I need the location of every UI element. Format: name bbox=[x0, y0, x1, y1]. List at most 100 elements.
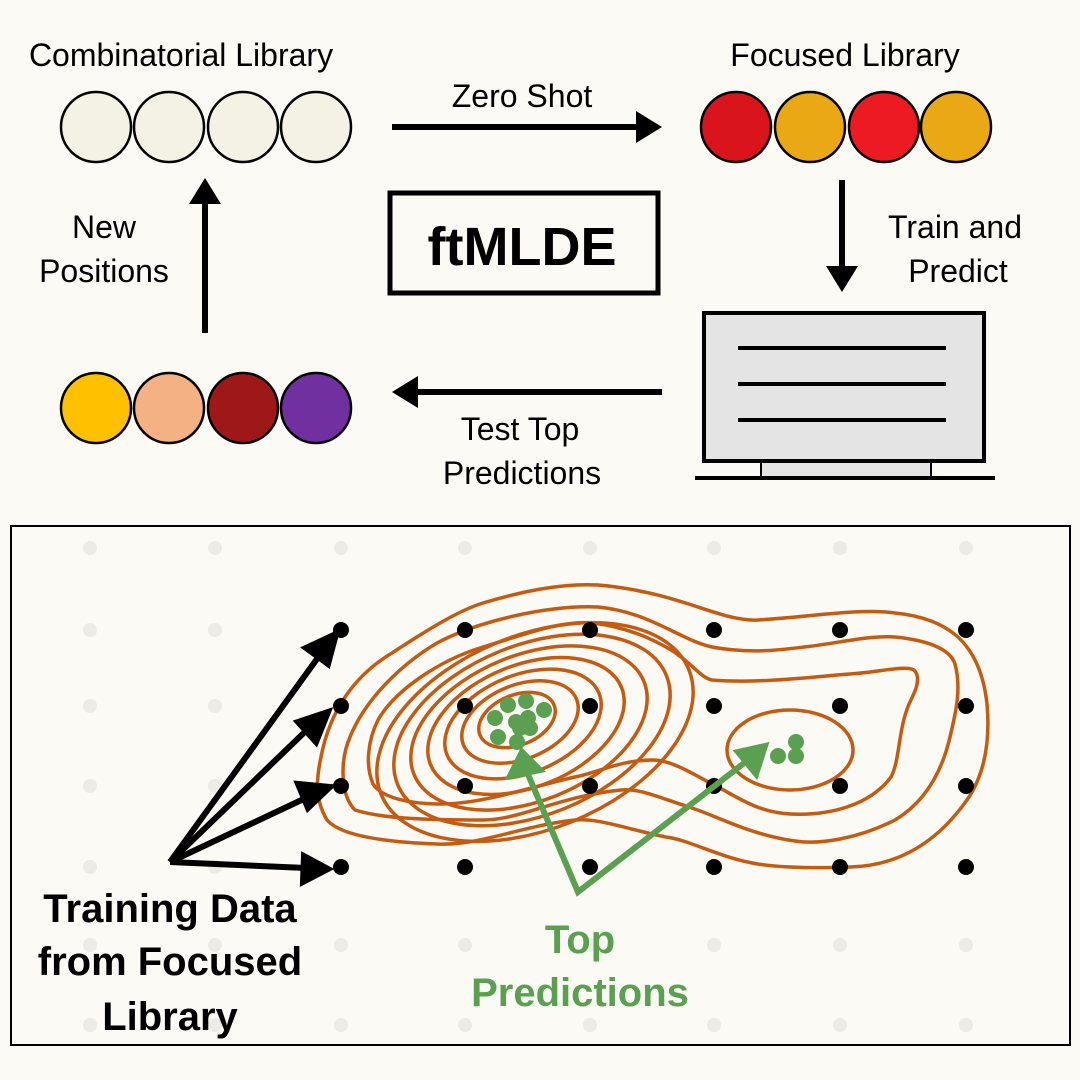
grid-dot bbox=[458, 1018, 472, 1032]
train-predict-label-1: Train and bbox=[888, 209, 1022, 245]
contour-ring bbox=[476, 690, 558, 750]
contour-ring bbox=[375, 620, 695, 844]
training-point bbox=[832, 698, 848, 714]
prediction-point bbox=[487, 710, 503, 726]
new-positions-circles bbox=[59, 371, 353, 445]
training-point bbox=[457, 859, 473, 875]
contour-ring bbox=[426, 655, 626, 797]
grid-dot bbox=[83, 623, 97, 637]
prediction-point bbox=[536, 702, 552, 718]
prediction-point bbox=[500, 697, 516, 713]
top-prediction-arrows bbox=[504, 741, 770, 897]
grid-dot bbox=[208, 779, 222, 793]
training-point bbox=[706, 859, 722, 875]
ftmlde-title: ftMLDE bbox=[428, 217, 617, 277]
focused-variant-circle bbox=[773, 90, 847, 164]
grid-dot bbox=[959, 938, 973, 952]
new-positions-label-2: Positions bbox=[39, 253, 169, 289]
new-position-circle bbox=[59, 371, 133, 445]
grid-dot bbox=[583, 541, 597, 555]
top-predictions-label-1: Top bbox=[545, 918, 615, 962]
training-point bbox=[457, 698, 473, 714]
training-point bbox=[457, 778, 473, 794]
grid-dot bbox=[83, 860, 97, 874]
grid-dot bbox=[458, 938, 472, 952]
training-point bbox=[832, 778, 848, 794]
fitness-contours bbox=[315, 582, 990, 870]
new-positions-label-1: New bbox=[72, 209, 137, 245]
grid-dot bbox=[959, 541, 973, 555]
zero-shot-arrow bbox=[392, 111, 662, 143]
grid-dot bbox=[208, 541, 222, 555]
grid-dot bbox=[833, 1018, 847, 1032]
train-predict-arrow bbox=[826, 180, 858, 292]
training-point bbox=[457, 622, 473, 638]
grid-dot bbox=[583, 938, 597, 952]
training-data-label-2: from Focused bbox=[38, 940, 302, 984]
library-variant-circle bbox=[132, 90, 206, 164]
focused-variant-circle bbox=[699, 90, 773, 164]
new-positions-arrow bbox=[189, 178, 221, 333]
new-position-circle bbox=[132, 371, 206, 445]
focused-library-circles bbox=[699, 90, 993, 164]
grid-dot bbox=[208, 1018, 222, 1032]
grid-dot bbox=[83, 938, 97, 952]
test-top-label-2: Predictions bbox=[443, 455, 601, 491]
focused-variant-circle bbox=[919, 90, 993, 164]
test-top-arrow bbox=[392, 376, 662, 408]
grid-dot bbox=[334, 938, 348, 952]
train-predict-label-2: Predict bbox=[908, 253, 1008, 289]
contour-ring bbox=[409, 644, 649, 812]
grid-dot bbox=[334, 541, 348, 555]
grid-dot bbox=[208, 699, 222, 713]
training-point bbox=[582, 778, 598, 794]
grid-dot bbox=[707, 938, 721, 952]
zero-shot-label: Zero Shot bbox=[452, 78, 593, 114]
grid-dot bbox=[458, 541, 472, 555]
training-point bbox=[958, 698, 974, 714]
grid-dot bbox=[583, 1018, 597, 1032]
top-prediction-points bbox=[487, 693, 804, 764]
top-predictions-label-2: Predictions bbox=[471, 971, 689, 1015]
training-data-arrows bbox=[167, 628, 341, 888]
prediction-point bbox=[512, 720, 528, 736]
training-point bbox=[832, 859, 848, 875]
training-data-label-1: Training Data bbox=[43, 887, 297, 931]
training-point bbox=[333, 859, 349, 875]
contour-ring bbox=[460, 679, 580, 765]
training-point bbox=[582, 859, 598, 875]
training-point bbox=[706, 698, 722, 714]
prediction-point bbox=[788, 734, 804, 750]
combinatorial-library-circles bbox=[59, 90, 353, 164]
test-top-label-1: Test Top bbox=[461, 411, 580, 447]
grid-dot bbox=[707, 1018, 721, 1032]
training-point bbox=[958, 622, 974, 638]
training-point bbox=[958, 859, 974, 875]
prediction-point bbox=[509, 734, 525, 750]
training-point bbox=[958, 778, 974, 794]
computer-monitor-icon bbox=[695, 311, 995, 480]
training-data-label-3: Library bbox=[102, 995, 238, 1039]
training-point bbox=[333, 778, 349, 794]
combinatorial-library-label: Combinatorial Library bbox=[29, 37, 333, 73]
training-point bbox=[582, 622, 598, 638]
grid-dot bbox=[959, 1018, 973, 1032]
library-variant-circle bbox=[279, 90, 353, 164]
focused-variant-circle bbox=[847, 90, 921, 164]
library-variant-circle bbox=[59, 90, 133, 164]
training-point bbox=[706, 622, 722, 638]
grid-dot bbox=[83, 699, 97, 713]
training-data-points bbox=[333, 622, 974, 875]
new-position-circle bbox=[206, 371, 280, 445]
prediction-point bbox=[518, 693, 534, 709]
grid-dot bbox=[833, 938, 847, 952]
grid-dot bbox=[83, 1018, 97, 1032]
ftmlde-title-box bbox=[387, 190, 661, 296]
prediction-point bbox=[788, 748, 804, 764]
grid-dot bbox=[334, 1018, 348, 1032]
training-point bbox=[582, 698, 598, 714]
prediction-point bbox=[770, 748, 786, 764]
grid-dot bbox=[208, 938, 222, 952]
prediction-point bbox=[490, 729, 506, 745]
